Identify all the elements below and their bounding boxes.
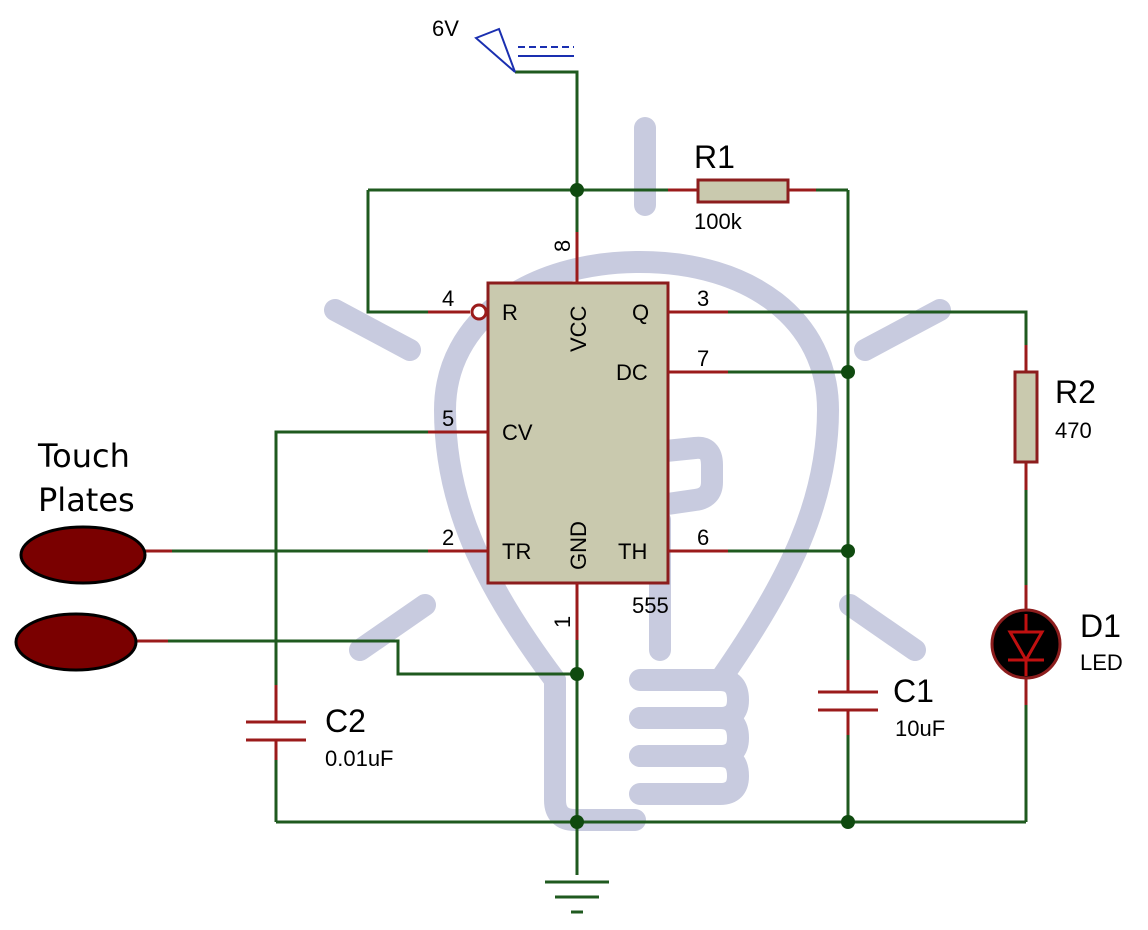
pin-name-dc: DC: [616, 360, 648, 385]
pin-name-q: Q: [632, 300, 649, 325]
ic-555: R Q DC CV TR TH VCC GND 4 3 7 5 2 6 8 1 …: [428, 232, 728, 640]
capacitor-c2: C2 0.01uF: [246, 685, 394, 771]
c1-ref: C1: [893, 673, 934, 709]
pin-number-gnd: 1: [550, 616, 575, 628]
pin-number-reset: 4: [442, 286, 454, 311]
junction: [570, 815, 584, 829]
junction: [841, 365, 855, 379]
d1-value: LED: [1080, 650, 1123, 675]
ic-part-label: 555: [632, 593, 669, 618]
pin-name-gnd: GND: [566, 521, 591, 570]
reset-inverter-bubble: [470, 303, 488, 321]
pin-number-cv: 5: [442, 406, 454, 431]
junction: [570, 183, 584, 197]
touch-plates: Touch Plates: [14, 437, 172, 672]
touch-plate-1[interactable]: [19, 525, 147, 585]
c2-value: 0.01uF: [325, 746, 394, 771]
r1-ref: R1: [694, 139, 735, 175]
pin-name-reset: R: [502, 300, 518, 325]
d1-ref: D1: [1080, 608, 1121, 644]
touch-plates-label-line1: Touch: [37, 437, 130, 475]
r2-ref: R2: [1055, 374, 1096, 410]
pin-name-cv: CV: [502, 420, 533, 445]
touch-plate-2[interactable]: [14, 612, 138, 672]
supply-symbol: 6V: [432, 16, 574, 73]
pin-number-dc: 7: [697, 346, 709, 371]
c2-ref: C2: [325, 703, 366, 739]
pin-number-th: 6: [697, 525, 709, 550]
pin-name-tr: TR: [502, 539, 531, 564]
ground-symbol: [545, 880, 609, 914]
r1-value: 100k: [694, 209, 743, 234]
junction: [570, 667, 584, 681]
resistor-r1: R1 100k: [668, 139, 816, 234]
resistor-r2: R2 470: [1013, 345, 1096, 490]
pin-name-th: TH: [618, 539, 647, 564]
supply-label: 6V: [432, 16, 459, 41]
r2-value: 470: [1055, 418, 1092, 443]
junction: [841, 815, 855, 829]
pin-number-q: 3: [697, 286, 709, 311]
pin-name-vcc: VCC: [566, 305, 591, 352]
junctions: [570, 183, 855, 829]
c1-value: 10uF: [895, 716, 945, 741]
junction: [841, 544, 855, 558]
led-d1: D1 LED: [990, 585, 1123, 705]
capacitor-c1: C1 10uF: [818, 660, 945, 741]
touch-plates-label-line2: Plates: [38, 481, 135, 519]
pin-number-vcc: 8: [550, 240, 575, 252]
pin-number-tr: 2: [442, 525, 454, 550]
